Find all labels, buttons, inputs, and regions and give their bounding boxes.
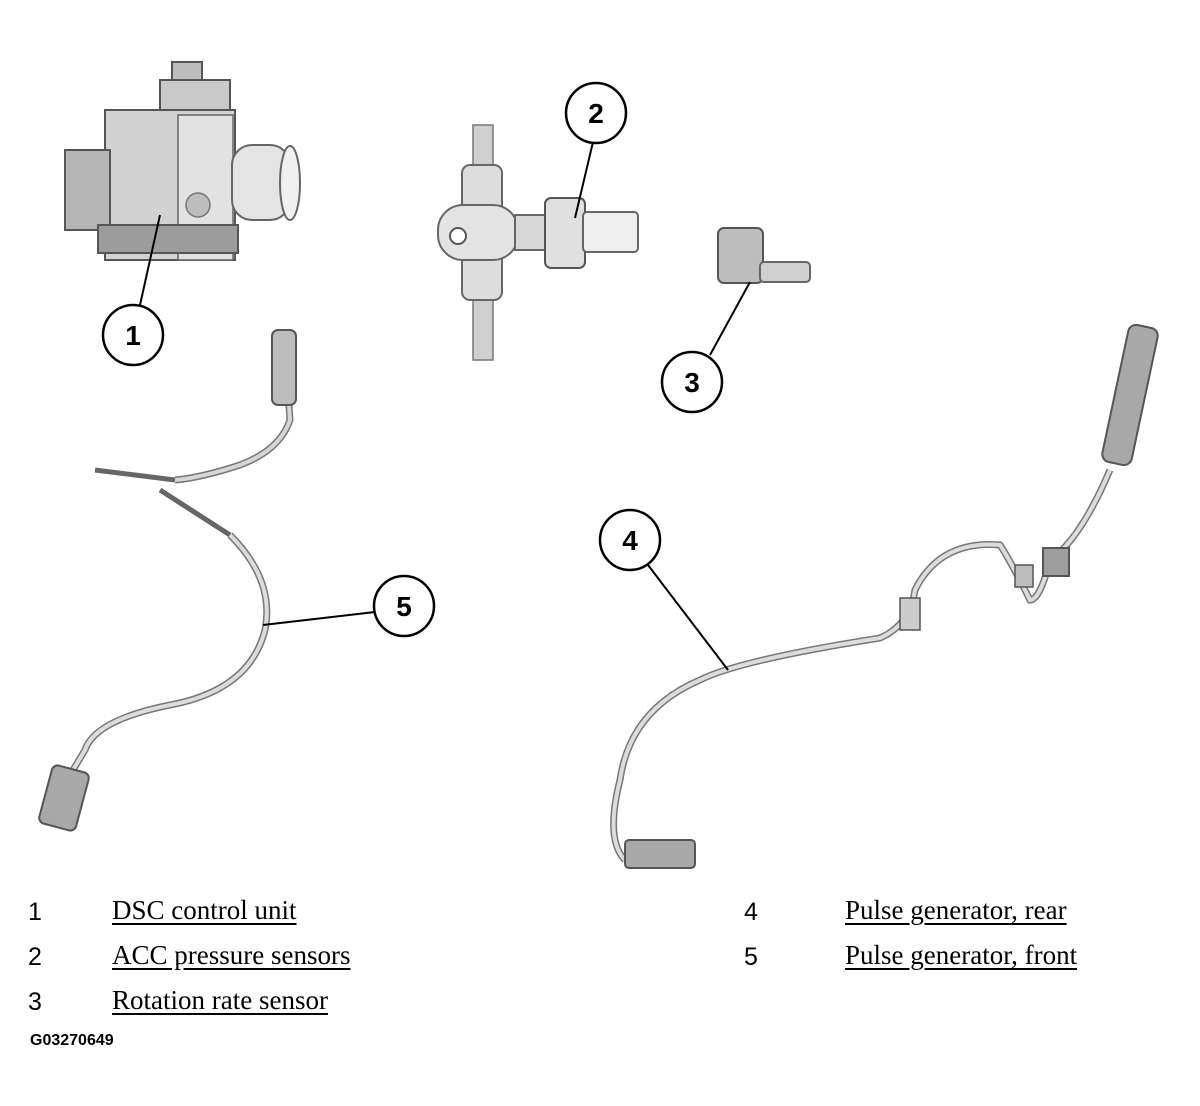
dsc-control-unit-drawing — [64, 61, 301, 261]
legend-number: 5 — [744, 943, 758, 971]
parts-diagram: 1 2 3 4 5 — [38, 61, 1159, 869]
legend-label: ACC pressure sensors — [112, 940, 351, 970]
leader-lines — [139, 141, 751, 671]
callout-1: 1 — [101, 303, 165, 367]
callout-5: 5 — [372, 574, 436, 638]
callout-3-number: 3 — [684, 367, 700, 398]
legend-label: Rotation rate sensor — [112, 985, 328, 1015]
legend-number: 3 — [28, 988, 42, 1016]
callout-2-number: 2 — [588, 98, 604, 129]
callout-4-number: 4 — [622, 525, 638, 556]
pulse-generator-rear-drawing — [610, 323, 1159, 869]
callout-1-number: 1 — [125, 320, 141, 351]
legend-label: Pulse generator, front — [845, 940, 1078, 970]
legend-label: Pulse generator, rear — [845, 895, 1067, 925]
pulse-generator-front-drawing — [38, 329, 297, 832]
callout-2: 2 — [564, 81, 628, 145]
callout-3: 3 — [660, 350, 724, 414]
callout-5-number: 5 — [396, 591, 412, 622]
legend-label: DSC control unit — [112, 895, 297, 925]
legend-number: 2 — [28, 943, 42, 971]
rotation-rate-sensor-drawing — [717, 227, 811, 284]
callout-4: 4 — [598, 508, 662, 572]
figure-code: G03270649 — [30, 1032, 114, 1049]
legend-number: 1 — [28, 898, 42, 926]
acc-pressure-sensor-drawing — [437, 124, 639, 361]
legend-number: 4 — [744, 898, 758, 926]
